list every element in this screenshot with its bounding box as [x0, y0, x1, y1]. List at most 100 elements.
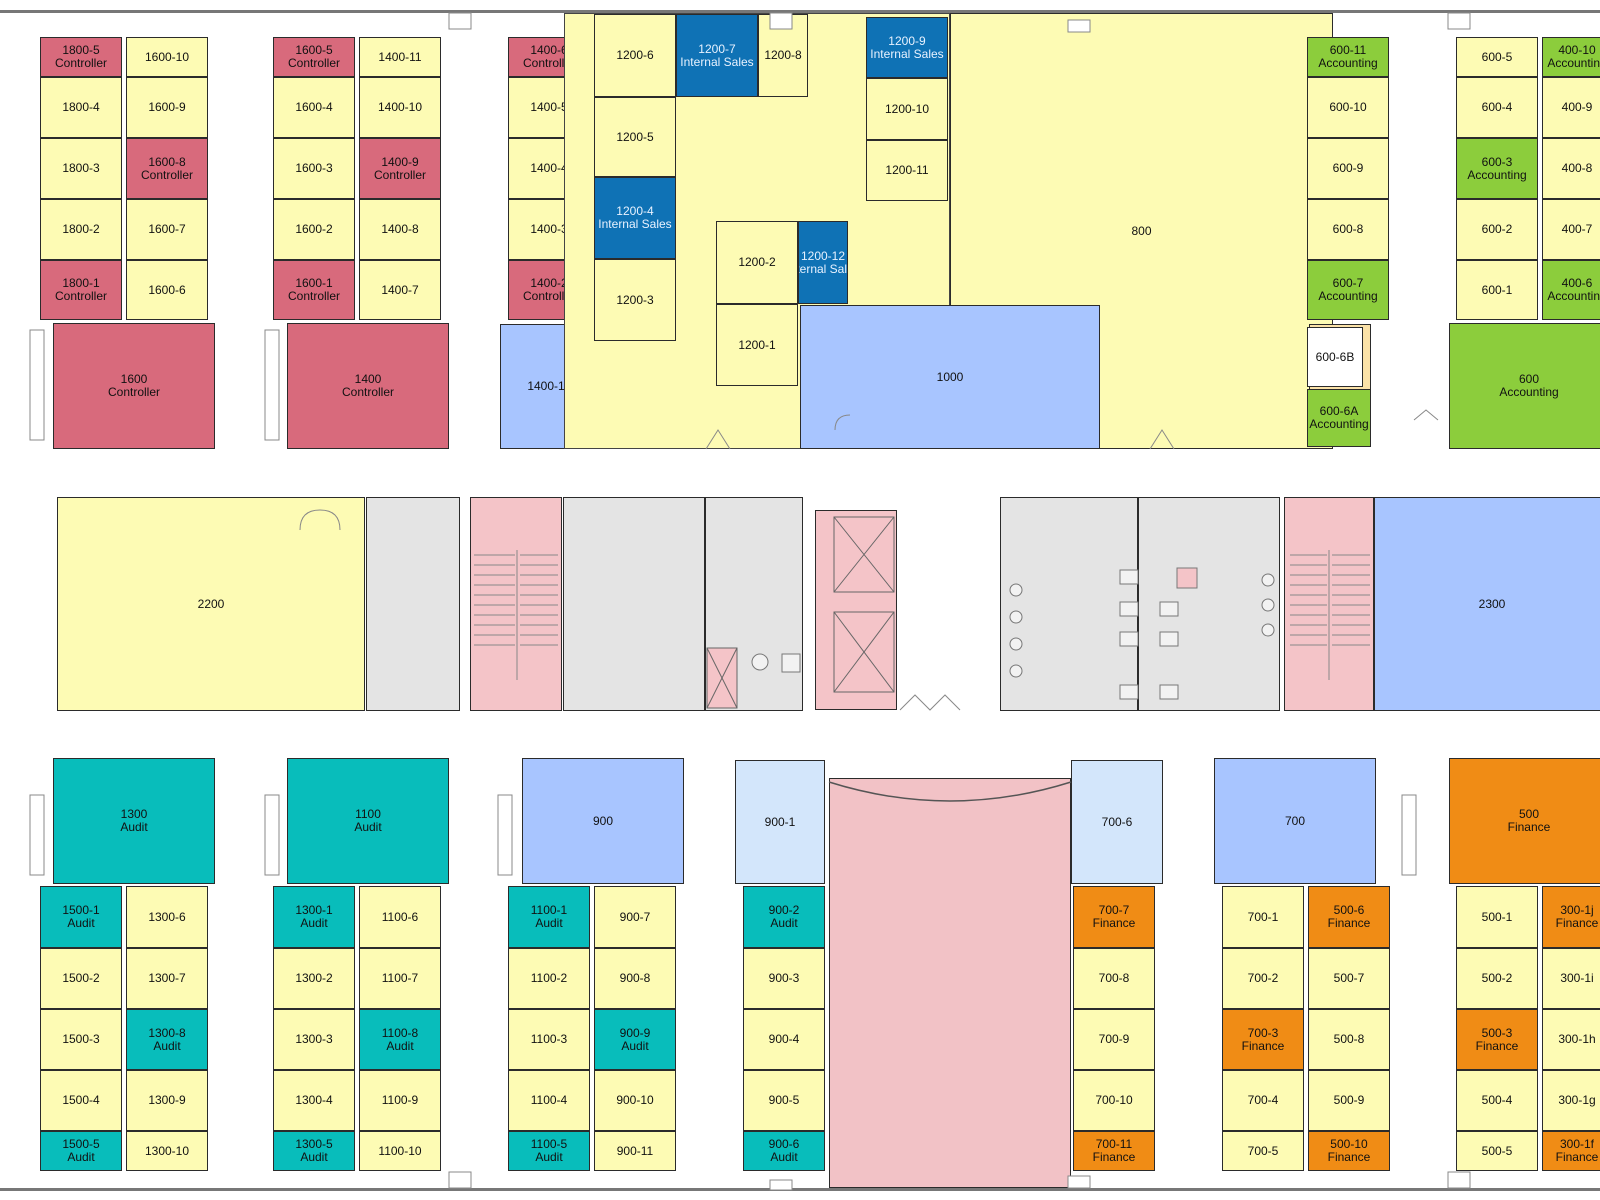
office-300-1h[interactable]: 300-1h — [1542, 1009, 1600, 1070]
office-1400-11[interactable]: 1400-11 — [359, 37, 441, 77]
office-1100-4[interactable]: 1100-4 — [508, 1070, 590, 1131]
office-900-7[interactable]: 900-7 — [594, 886, 676, 948]
office-500-1[interactable]: 500-1 — [1456, 886, 1538, 948]
office-1500-4[interactable]: 1500-4 — [40, 1070, 122, 1131]
office-400-10[interactable]: 400-10Accounting — [1542, 37, 1600, 77]
office-1800-3[interactable]: 1800-3 — [40, 138, 122, 199]
office-600-4[interactable]: 600-4 — [1456, 77, 1538, 138]
office-600-9[interactable]: 600-9 — [1307, 138, 1389, 199]
office-900-8[interactable]: 900-8 — [594, 948, 676, 1009]
office-400-9[interactable]: 400-9 — [1542, 77, 1600, 138]
office-1600-10[interactable]: 1600-10 — [126, 37, 208, 77]
office-1600-2[interactable]: 1600-2 — [273, 199, 355, 260]
office-900-10[interactable]: 900-10 — [594, 1070, 676, 1131]
office-1500-3[interactable]: 1500-3 — [40, 1009, 122, 1070]
office-1300-7[interactable]: 1300-7 — [126, 948, 208, 1009]
office-700-4[interactable]: 700-4 — [1222, 1070, 1304, 1131]
office-1200-11[interactable]: 1200-11 — [866, 140, 948, 201]
office-1500-2[interactable]: 1500-2 — [40, 948, 122, 1009]
office-900-1[interactable]: 900-1 — [735, 760, 825, 884]
office-500-5[interactable]: 500-5 — [1456, 1131, 1538, 1171]
office-500-7[interactable]: 500-7 — [1308, 948, 1390, 1009]
office-700-1[interactable]: 700-1 — [1222, 886, 1304, 948]
office-1100-10[interactable]: 1100-10 — [359, 1131, 441, 1171]
office-1600-3[interactable]: 1600-3 — [273, 138, 355, 199]
office-1200-3[interactable]: 1200-3 — [594, 259, 676, 341]
office-1200-6[interactable]: 1200-6 — [594, 14, 676, 97]
office-900-11[interactable]: 900-11 — [594, 1131, 676, 1171]
office-1600-4[interactable]: 1600-4 — [273, 77, 355, 138]
conference-700[interactable]: 700 — [1214, 758, 1376, 884]
office-1400-8[interactable]: 1400-8 — [359, 199, 441, 260]
office-1300-10[interactable]: 1300-10 — [126, 1131, 208, 1171]
office-1200-1[interactable]: 1200-1 — [716, 304, 798, 386]
office-1300-4[interactable]: 1300-4 — [273, 1070, 355, 1131]
office-1600-6[interactable]: 1600-6 — [126, 260, 208, 320]
office-1100-6[interactable]: 1100-6 — [359, 886, 441, 948]
office-900-4[interactable]: 900-4 — [743, 1009, 825, 1070]
office-300-1g[interactable]: 300-1g — [1542, 1070, 1600, 1131]
office-1800-2[interactable]: 1800-2 — [40, 199, 122, 260]
office-500-2[interactable]: 500-2 — [1456, 948, 1538, 1009]
conference-1000[interactable]: 1000 — [800, 305, 1100, 449]
office-1100-9[interactable]: 1100-9 — [359, 1070, 441, 1131]
office-1300-6[interactable]: 1300-6 — [126, 886, 208, 948]
office-1300-9[interactable]: 1300-9 — [126, 1070, 208, 1131]
office-1200-5[interactable]: 1200-5 — [594, 97, 676, 177]
office-1200-10[interactable]: 1200-10 — [866, 78, 948, 140]
office-400-6[interactable]: 400-6Accounting — [1542, 260, 1600, 320]
office-1800-4[interactable]: 1800-4 — [40, 77, 122, 138]
office-600-10[interactable]: 600-10 — [1307, 77, 1389, 138]
office-700-6[interactable]: 700-6 — [1071, 760, 1163, 884]
office-600-5[interactable]: 600-5 — [1456, 37, 1538, 77]
office-1100-2[interactable]: 1100-2 — [508, 948, 590, 1009]
office-500-9[interactable]: 500-9 — [1308, 1070, 1390, 1131]
office-1300-3[interactable]: 1300-3 — [273, 1009, 355, 1070]
office-1600-7[interactable]: 1600-7 — [126, 199, 208, 260]
office-1400-7[interactable]: 1400-7 — [359, 260, 441, 320]
office-700-8[interactable]: 700-8 — [1073, 948, 1155, 1009]
office-700-10[interactable]: 700-10 — [1073, 1070, 1155, 1131]
office-600-8[interactable]: 600-8 — [1307, 199, 1389, 260]
conference-900[interactable]: 900 — [522, 758, 684, 884]
office-1200-8[interactable]: 1200-8 — [758, 14, 808, 97]
office-1100-7[interactable]: 1100-7 — [359, 948, 441, 1009]
conference-2300[interactable]: 2300 — [1374, 497, 1600, 711]
office-500-4[interactable]: 500-4 — [1456, 1070, 1538, 1131]
office-700-5[interactable]: 700-5 — [1222, 1131, 1304, 1171]
office-400-7[interactable]: 400-7 — [1542, 199, 1600, 260]
office-1100-3[interactable]: 1100-3 — [508, 1009, 590, 1070]
office-400-8[interactable]: 400-8 — [1542, 138, 1600, 199]
office-600-2[interactable]: 600-2 — [1456, 199, 1538, 260]
office-300-1i[interactable]: 300-1i — [1542, 948, 1600, 1009]
office-1600-9[interactable]: 1600-9 — [126, 77, 208, 138]
office-500-8[interactable]: 500-8 — [1308, 1009, 1390, 1070]
